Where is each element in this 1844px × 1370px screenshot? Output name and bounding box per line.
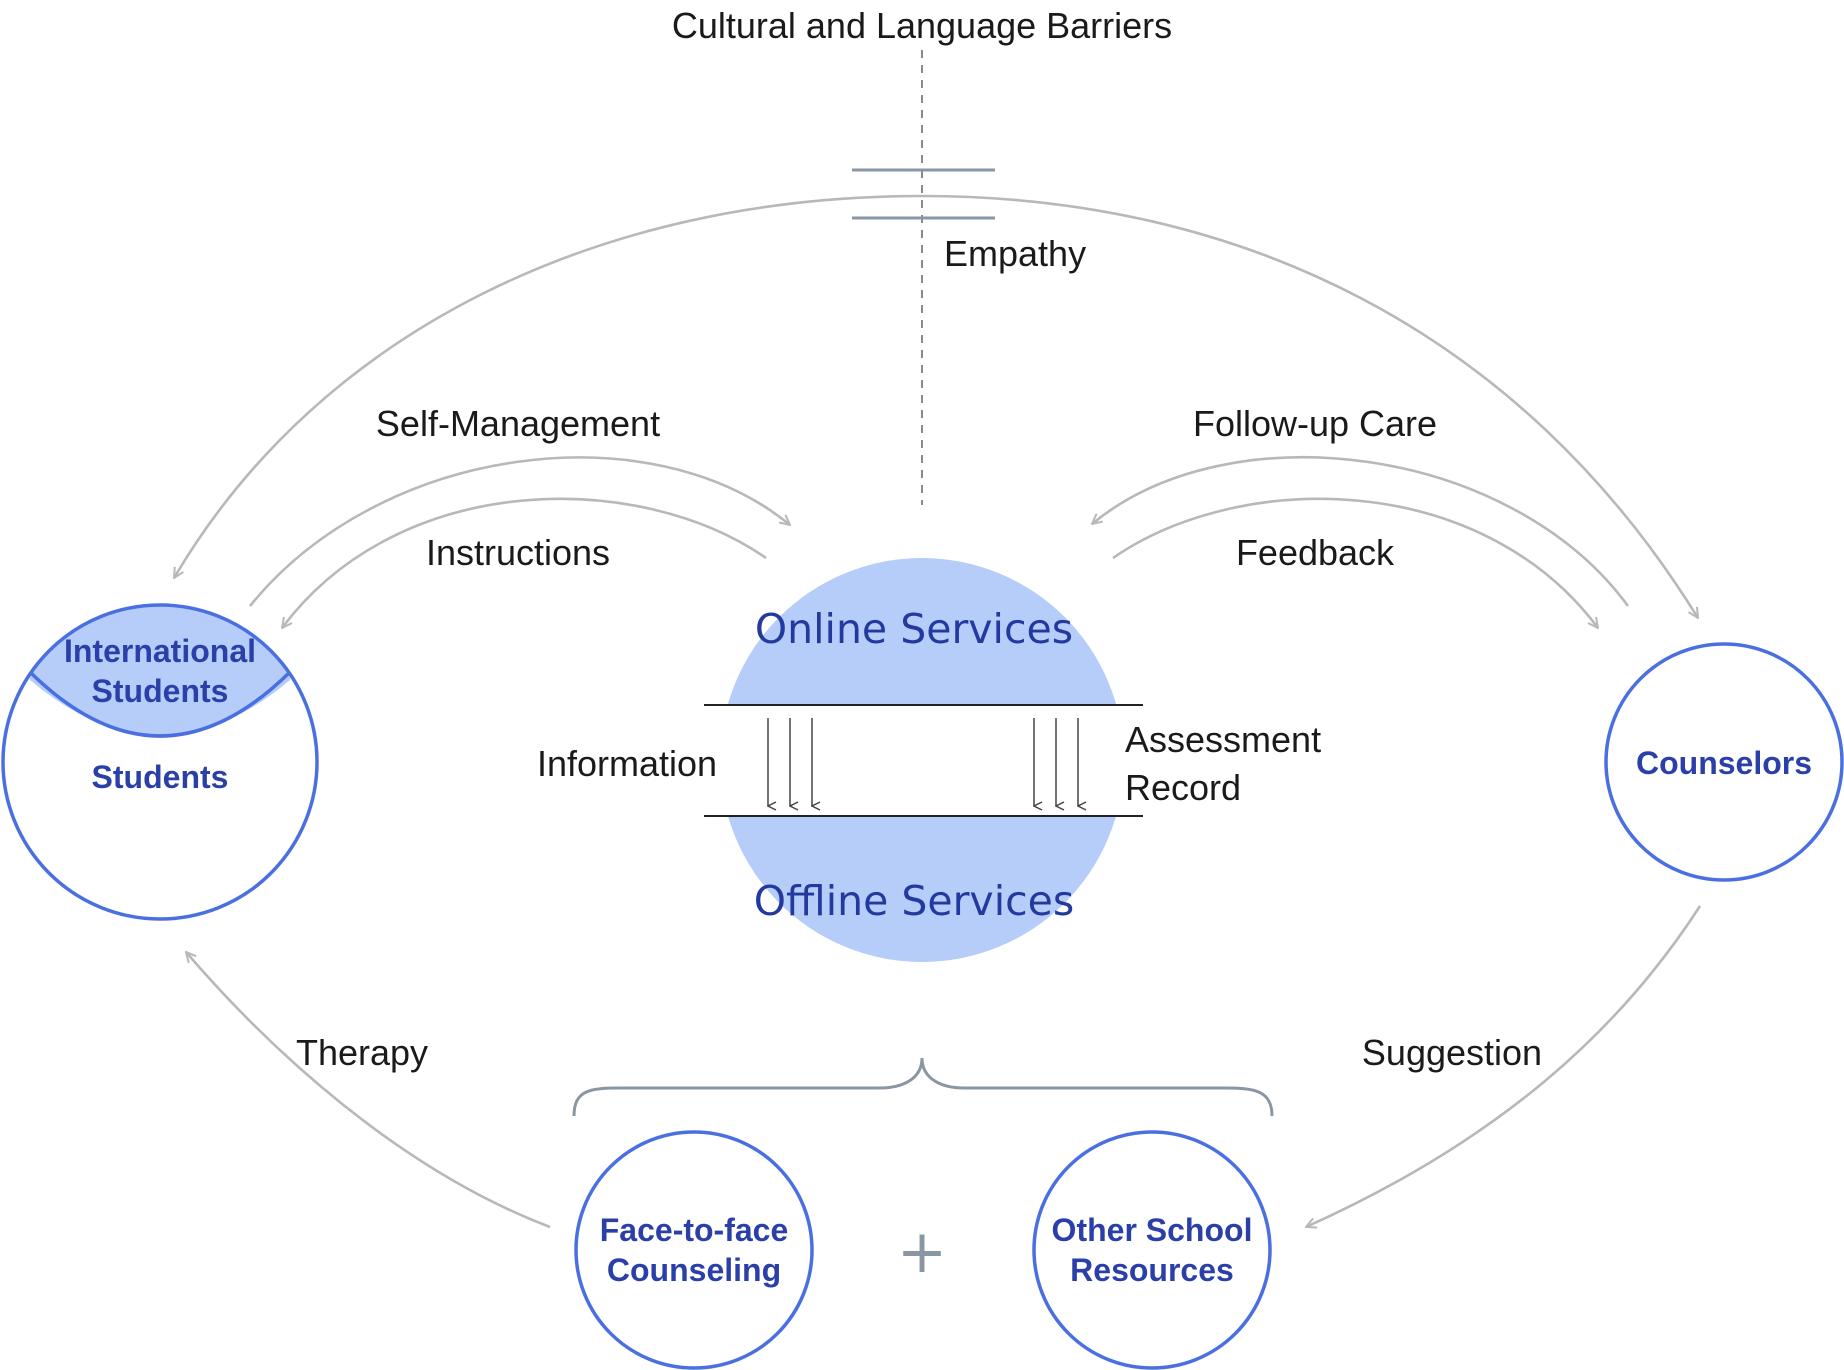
instructions-label: Instructions [426, 532, 610, 573]
other-resources-line2: Resources [1070, 1252, 1234, 1288]
offline-services-label: Offline Services [754, 877, 1074, 925]
feedback-arrow [1112, 497, 1598, 628]
outer-arc-to-counselors [921, 194, 1698, 618]
international-students-line2: Students [92, 673, 229, 709]
empathy-label: Empathy [944, 233, 1086, 274]
plus-sign: + [897, 1217, 947, 1287]
international-students-line1: International [64, 633, 256, 669]
information-arrows [768, 718, 812, 806]
self-management-arrow [248, 456, 790, 607]
counselors-node [1604, 642, 1844, 882]
assessment-label: Assessment [1125, 719, 1321, 760]
follow-up-care-arrow [1092, 455, 1630, 607]
online-services-label: Online Services [755, 605, 1073, 653]
face-to-face-node [574, 1130, 814, 1370]
therapy-arrow [186, 952, 551, 1229]
barrier-title: Cultural and Language Barriers [672, 5, 1172, 46]
suggestion-arrow [1306, 905, 1702, 1227]
other-resources-line1: Other School [1052, 1212, 1253, 1248]
students-label: Students [92, 759, 229, 795]
services-circle [700, 558, 1144, 962]
therapy-label: Therapy [296, 1032, 428, 1073]
services-brace [572, 1057, 1274, 1117]
face-to-face-line2: Counseling [607, 1252, 781, 1288]
counselors-label: Counselors [1636, 745, 1812, 781]
face-to-face-line1: Face-to-face [600, 1212, 789, 1248]
outer-arc-to-students [174, 194, 923, 578]
assessment-arrows [1034, 718, 1078, 806]
suggestion-label: Suggestion [1362, 1032, 1542, 1073]
follow-up-care-label: Follow-up Care [1193, 403, 1437, 444]
other-resources-node [1032, 1130, 1272, 1370]
feedback-label: Feedback [1236, 532, 1395, 573]
instructions-arrow [282, 497, 767, 628]
record-label: Record [1125, 767, 1241, 808]
information-label: Information [537, 743, 717, 784]
students-node [1, 603, 319, 921]
self-management-label: Self-Management [376, 403, 660, 444]
